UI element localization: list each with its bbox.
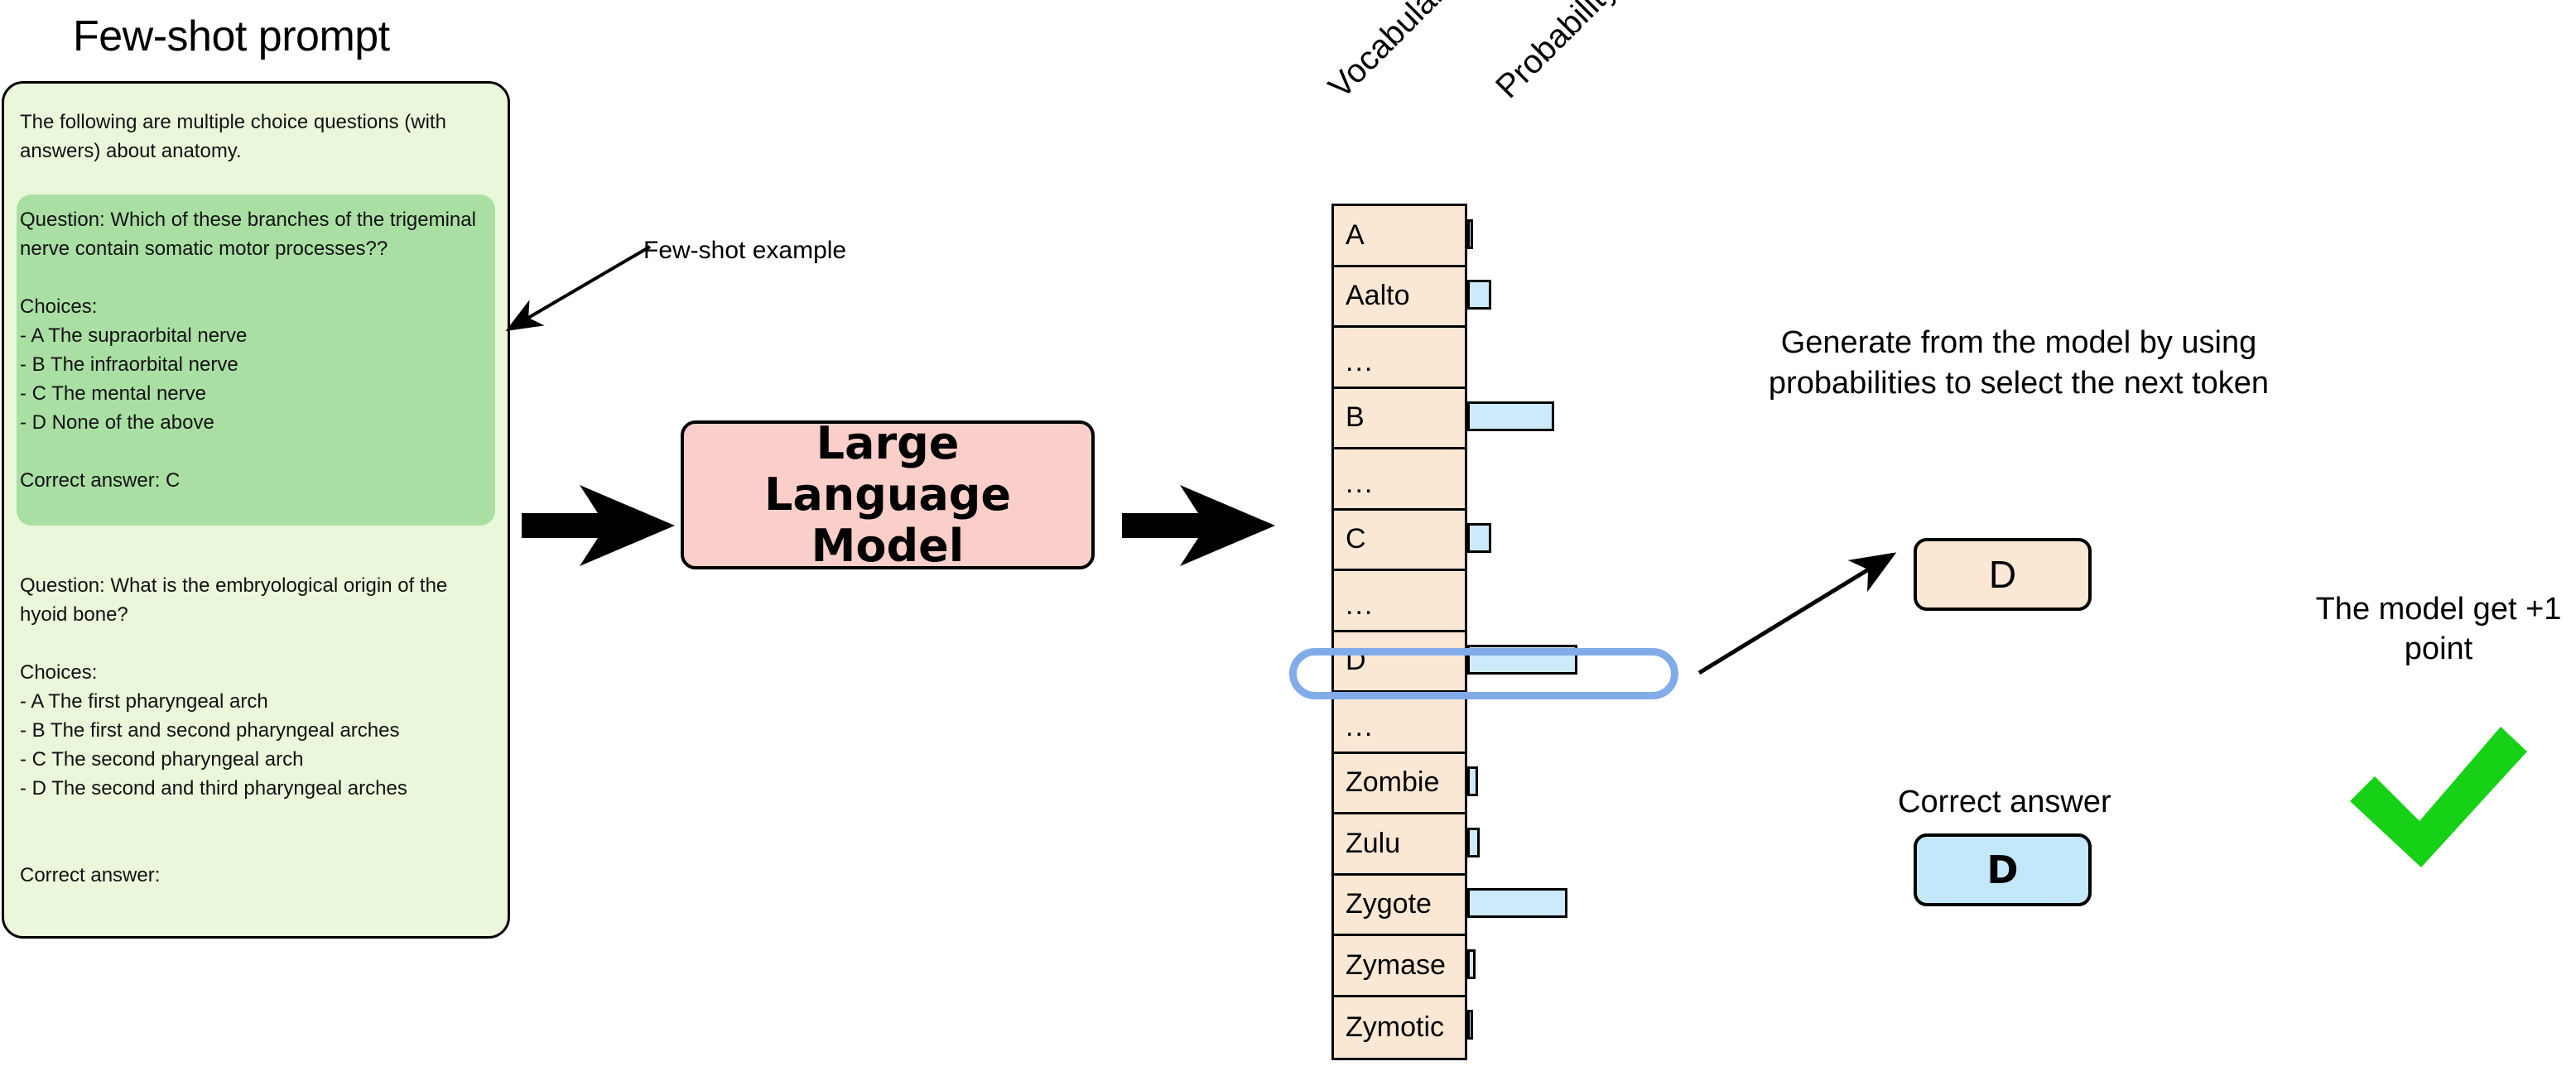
llm-line-2: Language bbox=[763, 468, 1012, 521]
query-choice-d: - D The second and third pharyngeal arch… bbox=[20, 777, 407, 800]
vocab-row-ellipsis[interactable]: ... bbox=[1334, 449, 1465, 511]
diagonal-arrow-icon bbox=[1697, 552, 1897, 675]
example-choices-header: Choices: bbox=[20, 295, 98, 318]
prompt-intro-text: The following are multiple choice questi… bbox=[20, 111, 446, 162]
correct-answer-box: D bbox=[1914, 833, 2092, 906]
vocab-token-label: Zymase bbox=[1346, 949, 1446, 981]
vocab-row[interactable]: B bbox=[1334, 388, 1465, 449]
spacer-3 bbox=[20, 629, 492, 658]
vocab-token-label: ... bbox=[1346, 467, 1375, 499]
few-shot-example-label: Few-shot example bbox=[643, 237, 847, 264]
vocab-row[interactable]: C bbox=[1334, 510, 1465, 571]
probability-bar-row bbox=[1467, 204, 1757, 265]
vocab-row[interactable]: Zulu bbox=[1334, 814, 1465, 876]
probability-bar-row bbox=[1467, 447, 1757, 508]
vocab-token-label: ... bbox=[1346, 710, 1375, 742]
query-question: Question: What is the embryological orig… bbox=[20, 574, 448, 626]
probability-bar bbox=[1467, 949, 1476, 979]
example-choice-c: - C The mental nerve bbox=[20, 382, 206, 405]
probability-bar-row bbox=[1467, 995, 1757, 1056]
vocab-row[interactable]: Zymase bbox=[1334, 936, 1465, 997]
probability-bar-row bbox=[1467, 690, 1757, 752]
probability-bar bbox=[1467, 766, 1478, 797]
probability-bar-row bbox=[1467, 934, 1757, 995]
spacer-2 bbox=[20, 437, 484, 466]
generated-token-box: D bbox=[1914, 538, 2092, 611]
example-choice-d: - D None of the above bbox=[20, 411, 214, 434]
probability-column-header: Probability bbox=[1489, 0, 1731, 106]
vocab-row-ellipsis[interactable]: ... bbox=[1334, 571, 1465, 632]
probability-bar-row bbox=[1467, 387, 1757, 448]
probability-bar bbox=[1467, 888, 1567, 919]
probability-bar-row bbox=[1467, 812, 1757, 873]
probability-bar bbox=[1467, 523, 1491, 554]
correct-answer-label: Correct answer bbox=[1898, 785, 2111, 819]
vocab-token-label: Zygote bbox=[1346, 888, 1432, 920]
few-shot-example-block bbox=[17, 195, 495, 526]
score-note-text: The model get +1 point bbox=[2315, 592, 2562, 666]
right-arrow-icon bbox=[522, 485, 675, 566]
query-choices-header: Choices: bbox=[20, 661, 98, 684]
callout-arrow-icon bbox=[505, 245, 652, 332]
vocab-row[interactable]: Zombie bbox=[1334, 753, 1465, 814]
vocab-row[interactable]: Zymotic bbox=[1334, 997, 1465, 1058]
query-block: Question: What is the embryological orig… bbox=[20, 571, 492, 890]
green-check-icon bbox=[2350, 727, 2527, 867]
example-question: Question: Which of these branches of the… bbox=[20, 209, 476, 260]
query-choice-a: - A The first pharyngeal arch bbox=[20, 690, 268, 713]
generated-token-label: D bbox=[1988, 553, 2017, 596]
query-choice-b: - B The first and second pharyngeal arch… bbox=[20, 719, 400, 742]
correct-answer-token-label: D bbox=[1986, 848, 2019, 892]
spacer-4 bbox=[20, 803, 492, 861]
llm-line-3: Model bbox=[811, 520, 965, 572]
vocab-token-label: ... bbox=[1346, 345, 1375, 377]
right-arrow-icon bbox=[1122, 485, 1275, 566]
probability-bar-row bbox=[1467, 508, 1757, 569]
llm-line-1: Large bbox=[816, 417, 960, 469]
probability-bar bbox=[1467, 1010, 1473, 1040]
vocab-token-label: Aalto bbox=[1346, 280, 1410, 312]
probability-bar-row bbox=[1467, 325, 1757, 387]
probability-bar bbox=[1467, 827, 1480, 857]
spacer-1 bbox=[20, 263, 484, 292]
probability-bar-row bbox=[1467, 873, 1757, 934]
probability-bar-row bbox=[1467, 265, 1757, 326]
few-shot-example-text: Question: Which of these branches of the… bbox=[20, 205, 484, 495]
example-choice-b: - B The infraorbital nerve bbox=[20, 353, 238, 376]
example-choice-a: - A The supraorbital nerve bbox=[20, 324, 248, 347]
vocab-token-label: Zymotic bbox=[1346, 1011, 1444, 1043]
probability-bar bbox=[1467, 219, 1473, 249]
selected-token-highlight bbox=[1289, 648, 1678, 699]
vocab-row-ellipsis[interactable]: ... bbox=[1334, 693, 1465, 754]
llm-label: Large Language Model bbox=[764, 418, 1011, 572]
probability-bar bbox=[1467, 401, 1554, 432]
vocab-row[interactable]: Aalto bbox=[1334, 267, 1465, 328]
generate-note-text: Generate from the model by using probabi… bbox=[1768, 325, 2270, 401]
vocab-token-label: A bbox=[1346, 219, 1365, 251]
vocab-row[interactable]: D bbox=[1334, 632, 1465, 693]
large-language-model-box: Large Language Model bbox=[681, 418, 1095, 572]
vocab-token-label: Zulu bbox=[1346, 827, 1401, 859]
vocab-row[interactable]: Zygote bbox=[1334, 875, 1465, 936]
vocabulary-header-label: Vocabulary bbox=[1322, 0, 1464, 106]
vocab-token-label: Zombie bbox=[1346, 766, 1440, 799]
vocab-row[interactable]: A bbox=[1334, 206, 1465, 267]
vocab-row-ellipsis[interactable]: ... bbox=[1334, 328, 1465, 389]
page-title: Few-shot prompt bbox=[73, 12, 390, 60]
probability-bar-row bbox=[1467, 752, 1757, 813]
query-answer-line: Correct answer: bbox=[20, 864, 161, 886]
example-answer-line: Correct answer: C bbox=[20, 469, 181, 492]
vocab-token-label: ... bbox=[1346, 588, 1375, 621]
query-choice-c: - C The second pharyngeal arch bbox=[20, 748, 304, 771]
vocab-token-label: C bbox=[1346, 523, 1366, 555]
vocab-token-label: B bbox=[1346, 401, 1365, 434]
probability-bar bbox=[1467, 280, 1491, 310]
